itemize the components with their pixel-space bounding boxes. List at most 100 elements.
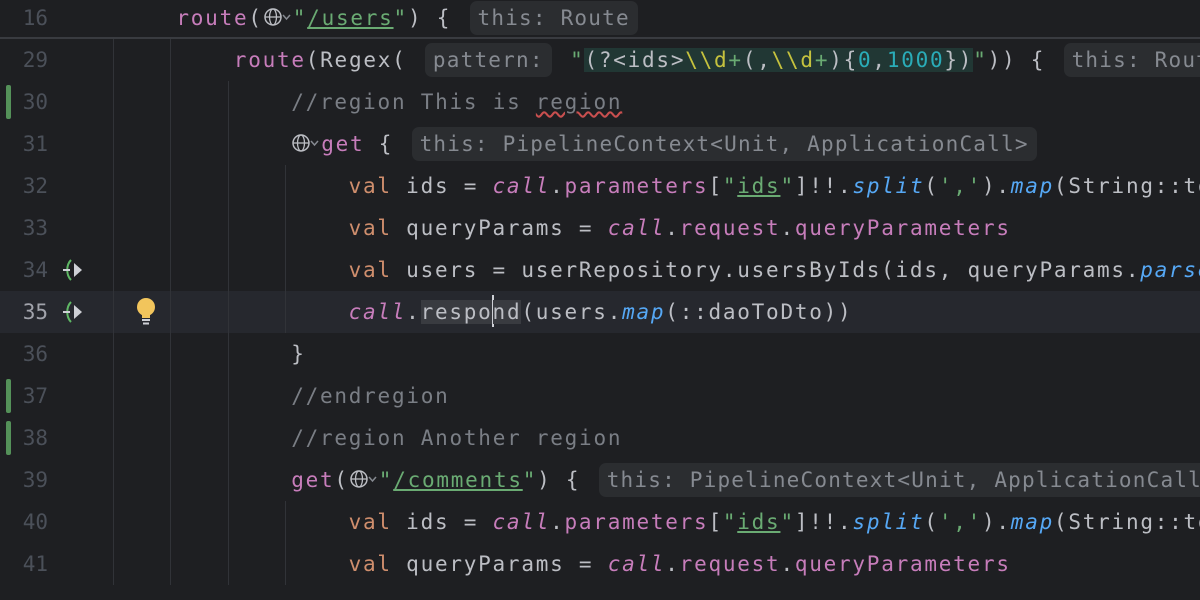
indent-guide bbox=[170, 417, 172, 459]
code-token: split bbox=[852, 510, 925, 534]
indent-guide bbox=[113, 291, 114, 333]
code-token: region bbox=[535, 90, 623, 114]
lightbulb-intention-icon[interactable] bbox=[134, 297, 158, 327]
code-line[interactable]: 38 //region Another region bbox=[0, 417, 1200, 459]
line-number[interactable]: 39 bbox=[22, 468, 48, 492]
line-number[interactable]: 29 bbox=[22, 48, 48, 72]
inlay-hint[interactable]: this: PipelineContext<Unit, ApplicationC… bbox=[598, 463, 1200, 497]
indent-guide bbox=[170, 375, 172, 417]
indent-guide bbox=[285, 501, 287, 543]
indent-guide bbox=[113, 81, 114, 123]
line-number[interactable]: 30 bbox=[22, 90, 48, 114]
code-token: . bbox=[406, 300, 421, 324]
code-token: ( bbox=[924, 510, 939, 534]
code-token: (::daoToDto)) bbox=[665, 300, 853, 324]
line-number[interactable]: 16 bbox=[22, 6, 48, 30]
indent-guide bbox=[113, 459, 114, 501]
code-token: map bbox=[622, 300, 666, 324]
code-token: . bbox=[665, 216, 680, 240]
code-token: . bbox=[780, 552, 795, 576]
endpoint-navigate-icon[interactable] bbox=[62, 259, 88, 281]
line-number[interactable]: 32 bbox=[22, 174, 48, 198]
line-number[interactable]: 36 bbox=[22, 342, 48, 366]
sticky-line[interactable]: 16 route("/users") { this: Route bbox=[0, 0, 1200, 39]
indent-guide bbox=[170, 207, 172, 249]
code-text[interactable]: val ids = call.parameters["ids"]!!.split… bbox=[349, 165, 1200, 207]
code-text[interactable]: get("/comments") { this: PipelineContext… bbox=[291, 459, 1200, 501]
code-token: ){ bbox=[829, 48, 859, 72]
indent-guide bbox=[170, 123, 172, 165]
code-text[interactable]: route(Regex( pattern: "(?<ids>\\d+(,\\d+… bbox=[234, 39, 1200, 81]
code-token: request bbox=[679, 552, 781, 576]
code-token: ids bbox=[737, 510, 781, 534]
code-line[interactable]: 33 val queryParams = call.request.queryPa… bbox=[0, 207, 1200, 249]
indent-guide bbox=[227, 291, 229, 333]
code-token: (String::to bbox=[1053, 510, 1200, 534]
code-line[interactable]: 39 get("/comments") { this: PipelineConte… bbox=[0, 459, 1200, 501]
line-number[interactable]: 41 bbox=[22, 552, 48, 576]
code-token: [ bbox=[708, 174, 723, 198]
code-line[interactable]: 29 route(Regex( pattern: "(?<ids>\\d+(,\\… bbox=[0, 39, 1200, 81]
globe-icon[interactable] bbox=[263, 0, 293, 26]
code-line[interactable]: 41 val queryParams = call.request.queryPa… bbox=[0, 543, 1200, 585]
code-line[interactable]: 40 val ids = call.parameters["ids"]!!.spl… bbox=[0, 501, 1200, 543]
globe-icon[interactable] bbox=[291, 126, 321, 152]
indent-guide bbox=[285, 165, 287, 207]
code-token: val bbox=[348, 216, 407, 240]
indent-guide bbox=[170, 291, 172, 333]
code-text[interactable]: call.respond(users.map(::daoToDto)) bbox=[349, 291, 853, 333]
code-token: [ bbox=[708, 510, 723, 534]
code-token: //region Another region bbox=[291, 426, 623, 450]
code-text[interactable]: val queryParams = call.request.queryPara… bbox=[349, 543, 1011, 585]
code-text[interactable]: get { this: PipelineContext<Unit, Applic… bbox=[291, 123, 1040, 165]
code-line[interactable]: 31 get { this: PipelineContext<Unit, Appl… bbox=[0, 123, 1200, 165]
indent-guide bbox=[113, 543, 114, 585]
code-text[interactable]: route("/users") { this: Route bbox=[176, 0, 641, 39]
code-line[interactable]: 36} bbox=[0, 333, 1200, 375]
indent-guide bbox=[113, 501, 114, 543]
code-text[interactable]: val ids = call.parameters["ids"]!!.split… bbox=[349, 501, 1200, 543]
code-token: " bbox=[522, 468, 538, 492]
code-token: call bbox=[607, 552, 666, 576]
code-text[interactable]: } bbox=[291, 333, 305, 375]
code-text[interactable]: //region Another region bbox=[291, 417, 622, 459]
line-number[interactable]: 37 bbox=[22, 384, 48, 408]
code-token: users = userRepository.usersByIds(ids, q… bbox=[406, 258, 1141, 282]
vcs-change-marker[interactable] bbox=[6, 421, 11, 455]
code-text[interactable]: val users = userRepository.usersByIds(id… bbox=[349, 249, 1200, 291]
code-token: parse bbox=[1140, 258, 1200, 282]
code-token: split bbox=[852, 174, 925, 198]
code-token: } bbox=[291, 342, 306, 366]
inlay-hint[interactable]: this: Route bbox=[469, 1, 638, 35]
line-number[interactable]: 31 bbox=[22, 132, 48, 156]
globe-icon[interactable] bbox=[349, 462, 379, 488]
code-text[interactable]: val queryParams = call.request.queryPara… bbox=[349, 207, 1011, 249]
vcs-change-marker[interactable] bbox=[6, 379, 11, 413]
code-line[interactable]: 30 //region This is region bbox=[0, 81, 1200, 123]
code-token: queryParameters bbox=[794, 216, 1011, 240]
code-text[interactable]: //endregion bbox=[291, 375, 449, 417]
indent-guide bbox=[227, 165, 229, 207]
line-number[interactable]: 38 bbox=[22, 426, 48, 450]
endpoint-navigate-icon[interactable] bbox=[62, 301, 88, 323]
code-line[interactable]: 32 val ids = call.parameters["ids"]!!.spl… bbox=[0, 165, 1200, 207]
line-number[interactable]: 40 bbox=[22, 510, 48, 534]
indent-guide bbox=[285, 543, 287, 585]
inlay-hint[interactable]: this: PipelineContext<Unit, ApplicationC… bbox=[411, 127, 1037, 161]
indent-guide bbox=[285, 249, 287, 291]
line-number[interactable]: 33 bbox=[22, 216, 48, 240]
code-token: val bbox=[348, 174, 407, 198]
line-number[interactable]: 35 bbox=[22, 300, 48, 324]
code-token: ) { bbox=[407, 6, 466, 30]
code-token: . bbox=[665, 552, 680, 576]
code-line[interactable]: 37 //endregion bbox=[0, 375, 1200, 417]
vcs-change-marker[interactable] bbox=[6, 85, 11, 119]
inlay-hint[interactable]: pattern: bbox=[424, 43, 552, 77]
code-text[interactable]: //region This is region bbox=[291, 81, 622, 123]
code-token: queryParams = bbox=[406, 552, 608, 576]
code-line[interactable]: 34 val users = userRepository.usersByIds(… bbox=[0, 249, 1200, 291]
code-token: \\d bbox=[771, 48, 815, 72]
inlay-hint[interactable]: this: Route bbox=[1063, 43, 1200, 77]
line-number[interactable]: 34 bbox=[22, 258, 48, 282]
